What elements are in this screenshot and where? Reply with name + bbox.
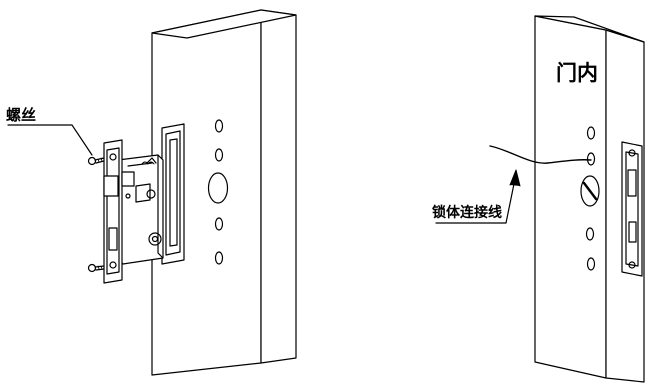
- handle-hole: [207, 172, 229, 204]
- door-hole: [214, 119, 224, 133]
- cable-arrow: [509, 169, 521, 187]
- door-hole: [214, 217, 224, 231]
- lock-cable-label: 锁体连接线: [432, 204, 502, 221]
- mortise-lock-body: [103, 139, 164, 284]
- screw-bottom: [87, 263, 105, 273]
- door-hole: [214, 251, 224, 265]
- cable-leader-line: [435, 173, 517, 224]
- screw-label: 螺丝: [6, 106, 36, 124]
- door-inside-label: 门内: [556, 61, 598, 85]
- screw-leader-line: [7, 124, 93, 156]
- right-door: [534, 15, 645, 383]
- door-hole: [214, 148, 224, 162]
- left-door: [151, 9, 297, 376]
- lock-connection-cable: [489, 145, 592, 164]
- screw-top: [87, 156, 105, 166]
